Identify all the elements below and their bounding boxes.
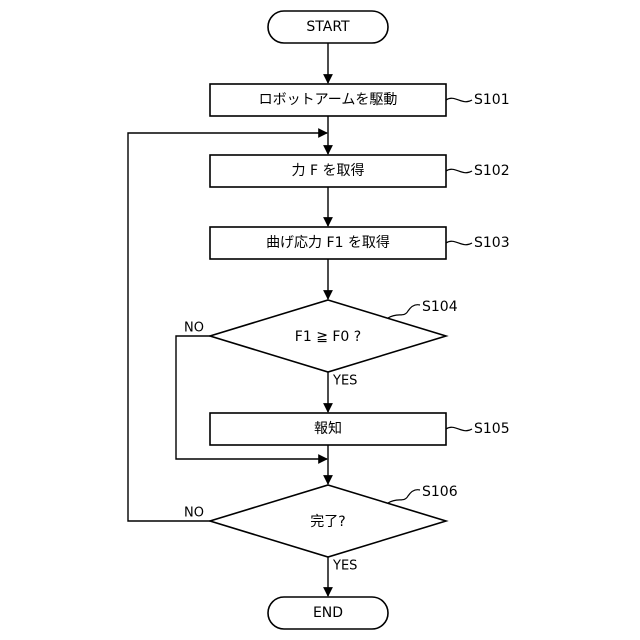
step-id-s104: S104 (422, 299, 458, 315)
end-label: END (313, 605, 343, 621)
leader-s103 (446, 241, 472, 244)
decision-label-s104: F1 ≧ F0 ? (295, 329, 361, 345)
process-box-s105: 報知 (210, 413, 446, 445)
process-label-s102: 力 F を取得 (292, 162, 365, 179)
leader-s102 (446, 169, 472, 172)
no-label-s106: NO (184, 506, 204, 521)
step-id-s103: S103 (474, 235, 510, 251)
step-id-s102: S102 (474, 163, 510, 179)
process-label-s103: 曲げ応力 F1 を取得 (266, 234, 390, 251)
decision-s106: 完了? (210, 485, 446, 557)
leader-s104 (388, 305, 420, 318)
end-terminal: END (268, 597, 388, 629)
start-terminal: START (268, 11, 388, 43)
yes-label-s106: YES (332, 559, 357, 574)
step-id-s101: S101 (474, 92, 510, 108)
decision-s104: F1 ≧ F0 ? (210, 300, 446, 372)
process-label-s105: 報知 (314, 420, 342, 437)
step-id-s106: S106 (422, 484, 458, 500)
process-box-s103: 曲げ応力 F1 を取得 (210, 227, 446, 259)
decision-label-s106: 完了? (310, 514, 345, 530)
leader-s105 (446, 427, 472, 430)
process-box-s102: 力 F を取得 (210, 155, 446, 187)
process-box-s101: ロボットアームを駆動 (210, 84, 446, 116)
leader-s106 (388, 490, 420, 503)
leader-s101 (446, 98, 472, 101)
start-label: START (306, 19, 350, 35)
step-id-s105: S105 (474, 421, 510, 437)
yes-label-s104: YES (332, 374, 357, 389)
process-label-s101: ロボットアームを駆動 (259, 92, 398, 108)
no-label-s104: NO (184, 321, 204, 336)
